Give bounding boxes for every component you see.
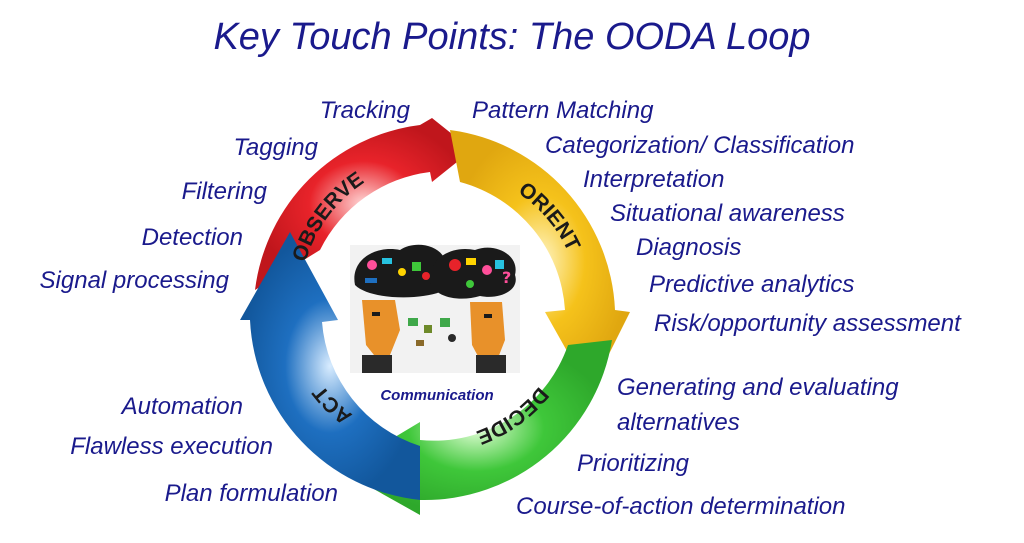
act-item-automation: Automation [121,393,243,420]
observe-item-signal-processing: Signal processing [39,267,229,294]
act-arrow [240,232,420,500]
orient-item-pattern-matching: Pattern Matching [472,97,654,124]
diagram-title: Key Touch Points: The OODA Loop [213,16,811,58]
communicating-heads-illustration: ? [350,244,520,373]
observe-item-detection: Detection [141,224,243,251]
decide-item-prioritizing: Prioritizing [577,450,690,477]
svg-text:?: ? [502,268,511,287]
observe-item-filtering: Filtering [181,178,267,205]
decide-item-alternatives: alternatives [617,409,740,436]
orient-item-risk-assessment: Risk/opportunity assessment [654,310,961,337]
orient-item-predictive-analytics: Predictive analytics [649,271,855,298]
orient-item-situational-awareness: Situational awareness [610,200,845,227]
act-item-flawless-execution: Flawless execution [70,433,273,460]
act-item-plan-formulation: Plan formulation [164,480,338,507]
orient-arrow [450,130,630,392]
decide-item-course-of-action: Course-of-action determination [516,493,846,520]
orient-item-diagnosis: Diagnosis [636,234,742,261]
orient-item-categorization: Categorization/ Classification [545,132,855,159]
observe-item-tracking: Tracking [319,97,410,124]
observe-arrow [255,118,472,290]
decide-item-generating: Generating and evaluating [617,374,899,401]
observe-item-tagging: Tagging [233,134,318,161]
orient-item-interpretation: Interpretation [583,166,725,193]
center-label: Communication [380,387,493,404]
